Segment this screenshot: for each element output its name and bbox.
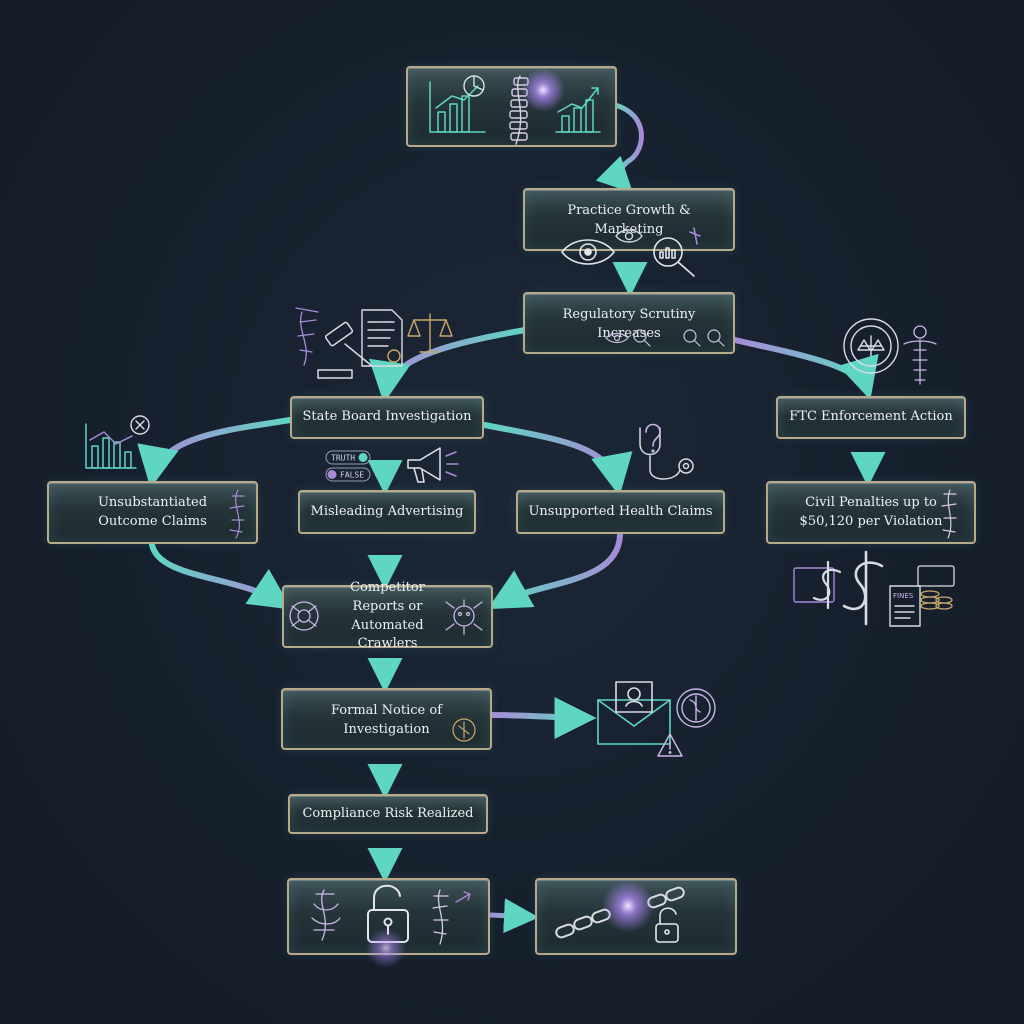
node-civil-penalties-label: Civil Penalties up to $50,120 per Violat… (799, 494, 943, 529)
node-practice-growth: Practice Growth & Marketing (523, 188, 735, 251)
connector-scrutiny-stateboard (369, 327, 528, 404)
connector-unsupported-competitor (487, 532, 623, 610)
connector-scrutiny-ftc (732, 337, 879, 401)
node-competitor-reports-label: Competitor Reports or Automated Crawlers (350, 579, 425, 652)
growth-image-panel (406, 66, 617, 147)
node-state-board: State Board Investigation (290, 396, 484, 439)
node-formal-notice-label: Formal Notice of Investigation (330, 703, 443, 737)
node-misleading-advertising: Misleading Advertising (298, 490, 476, 534)
node-ftc-enforcement-label: FTC Enforcement Action (789, 409, 953, 425)
node-regulatory-scrutiny-label: Regulatory Scrutiny Increases (562, 307, 696, 341)
connector-stateboard-unsubstantiated (137, 417, 293, 489)
node-formal-notice: Formal Notice of Investigation (281, 688, 492, 750)
node-compliance-risk-label: Compliance Risk Realized (302, 805, 474, 821)
connector-lock-chain (487, 898, 539, 934)
node-unsubstantiated-label: Unsubstantiated Outcome Claims (97, 494, 208, 529)
node-competitor-reports: Competitor Reports or Automated Crawlers (282, 580, 493, 651)
node-unsubstantiated: Unsubstantiated Outcome Claims (47, 481, 258, 544)
node-misleading-advertising-label: Misleading Advertising (310, 503, 464, 519)
connector-notice-envelope (489, 696, 597, 739)
node-compliance-risk: Compliance Risk Realized (288, 794, 488, 834)
unlocked-spine-panel (287, 878, 490, 955)
node-unsupported-health: Unsupported Health Claims (516, 490, 725, 534)
connector-top-growth (595, 102, 644, 193)
connector-unsubstantiated-competitor (149, 542, 292, 610)
node-practice-growth-label: Practice Growth & Marketing (567, 203, 691, 237)
connector-stateboard-unsupported (482, 422, 633, 497)
node-state-board-label: State Board Investigation (302, 409, 472, 425)
node-unsupported-health-label: Unsupported Health Claims (528, 503, 713, 519)
broken-chain-panel (535, 878, 737, 955)
node-civil-penalties: Civil Penalties up to $50,120 per Violat… (766, 481, 976, 544)
node-ftc-enforcement: FTC Enforcement Action (776, 396, 966, 439)
node-regulatory-scrutiny: Regulatory Scrutiny Increases (523, 292, 735, 354)
